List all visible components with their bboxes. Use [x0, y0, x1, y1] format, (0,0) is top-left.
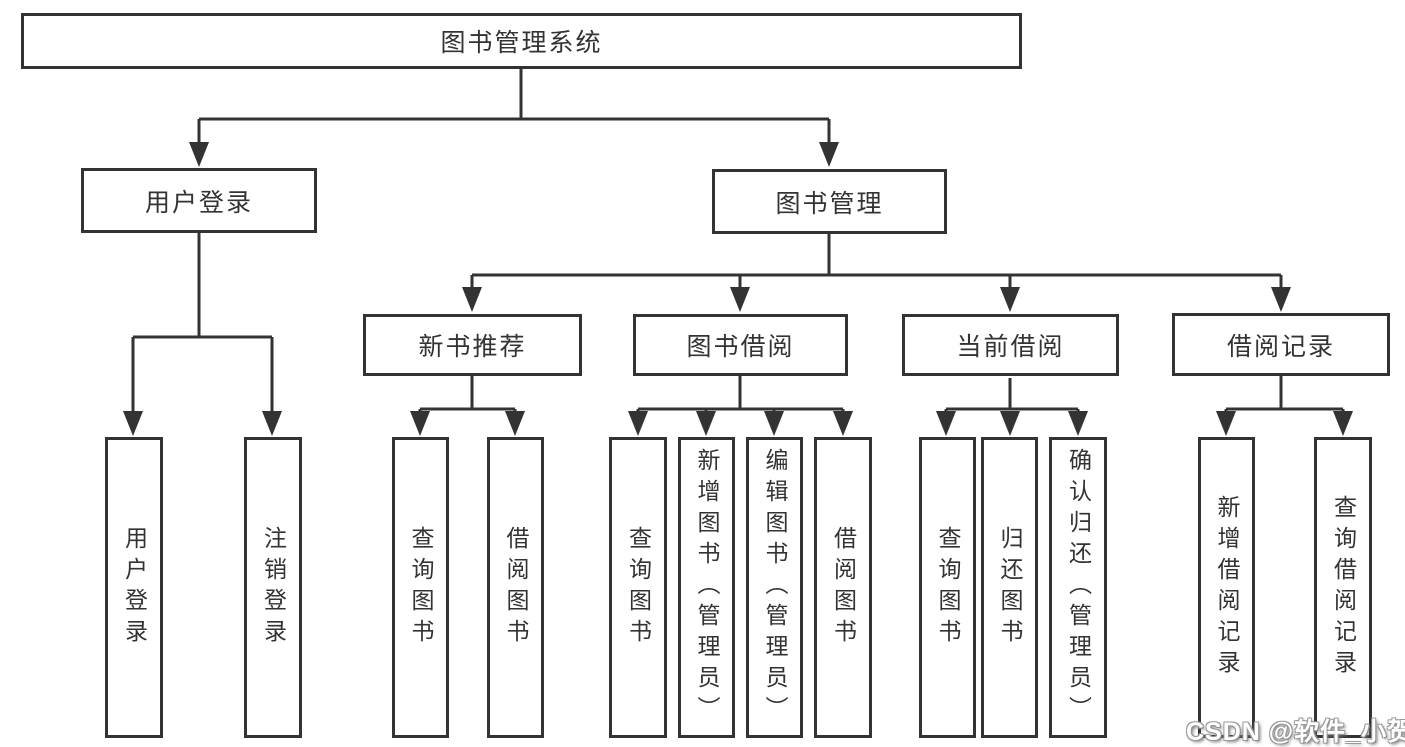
leaf-add-borrow-record-label: 新增借阅记录 [1214, 494, 1240, 681]
leaf-edit-books-admin-label: 编辑图书（管理员） [762, 448, 788, 727]
leaf-recommend-query-books-label: 查询图书 [408, 525, 434, 650]
node-borrowing-records: 借阅记录 [1172, 313, 1390, 376]
arrow-to-query-borrow-record [1333, 411, 1353, 436]
node-book-borrowing-label: 图书借阅 [686, 333, 795, 361]
connector-current-group [944, 378, 1080, 412]
arrow-to-new-book-rec [462, 287, 482, 312]
leaf-confirm-return-admin: 确认归还（管理员） [1049, 437, 1107, 738]
connector-root-to-level2 [197, 68, 831, 143]
arrow-to-user-login [189, 142, 209, 167]
leaf-recommend-borrow-books: 借阅图书 [487, 437, 544, 738]
leaf-current-query-books-label: 查询图书 [935, 525, 961, 650]
arrow-to-cur-query-books [936, 411, 956, 436]
leaf-borrowing-borrow-books: 借阅图书 [814, 437, 872, 738]
arrow-to-borrowing-records [1271, 287, 1291, 312]
leaf-query-borrow-record-label: 查询借阅记录 [1330, 494, 1357, 681]
node-borrowing-records-label: 借阅记录 [1226, 332, 1335, 361]
arrow-to-book-borrowing [730, 287, 750, 312]
leaf-borrowing-query-books-label: 查询图书 [625, 525, 652, 650]
leaf-edit-books-admin: 编辑图书（管理员） [746, 437, 803, 738]
arrow-to-cur-confirm-return [1068, 411, 1088, 436]
node-user-login-label: 用户登录 [144, 188, 253, 217]
leaf-logout-label: 注销登录 [260, 525, 287, 650]
arrow-to-book-mgmt [819, 142, 839, 167]
connector-user-login-group [131, 233, 274, 412]
arrowheads [123, 142, 1353, 436]
arrow-to-bor-query-books [628, 411, 648, 436]
arrow-to-current-borrowing [1000, 287, 1020, 312]
leaf-return-books: 归还图书 [981, 437, 1038, 738]
arrow-to-leaf-logout [262, 411, 282, 436]
leaf-confirm-return-admin-label: 确认归还（管理员） [1065, 448, 1092, 727]
leaf-add-books-admin-label: 新增图书（管理员） [694, 448, 720, 727]
node-book-management: 图书管理 [712, 169, 947, 234]
leaf-user-login-label: 用户登录 [121, 525, 148, 650]
leaf-query-borrow-record: 查询借阅记录 [1314, 437, 1372, 738]
leaf-borrowing-query-books: 查询图书 [609, 437, 667, 738]
leaf-borrowing-borrow-books-label: 借阅图书 [830, 525, 857, 650]
arrow-to-leaf-user-login [123, 411, 143, 436]
arrow-to-rec-borrow-books [505, 411, 525, 436]
leaf-add-borrow-record: 新增借阅记录 [1198, 437, 1255, 738]
arrow-to-bor-add-books [696, 411, 716, 436]
node-user-login: 用户登录 [81, 168, 317, 233]
leaf-add-books-admin: 新增图书（管理员） [678, 437, 735, 738]
node-book-management-label: 图书管理 [775, 189, 884, 218]
arrow-to-rec-query-books [410, 411, 430, 436]
node-book-borrowing: 图书借阅 [633, 314, 848, 376]
connector-new-book-group [418, 376, 517, 412]
leaf-current-query-books: 查询图书 [919, 437, 976, 738]
node-library-management-system-label: 图书管理系统 [440, 29, 603, 57]
leaf-recommend-borrow-books-label: 借阅图书 [503, 525, 529, 650]
arrow-to-bor-borrow-books [833, 411, 853, 436]
node-current-borrowing: 当前借阅 [902, 314, 1119, 376]
leaf-recommend-query-books: 查询图书 [392, 437, 449, 738]
connector-records-group [1224, 376, 1345, 412]
node-new-book-recommendation: 新书推荐 [363, 314, 582, 376]
arrow-to-cur-return-books [1000, 411, 1020, 436]
node-current-borrowing-label: 当前借阅 [956, 333, 1065, 361]
leaf-user-login: 用户登录 [105, 437, 163, 738]
node-new-book-recommendation-label: 新书推荐 [418, 333, 527, 361]
arrow-to-add-borrow-record [1216, 411, 1236, 436]
leaf-logout: 注销登录 [244, 437, 302, 738]
node-library-management-system: 图书管理系统 [21, 13, 1022, 69]
connector-borrowing-group [636, 376, 845, 412]
connector-book-mgmt-to-level3 [470, 234, 1283, 288]
arrow-to-bor-edit-books [764, 411, 784, 436]
leaf-return-books-label: 归还图书 [997, 525, 1023, 650]
